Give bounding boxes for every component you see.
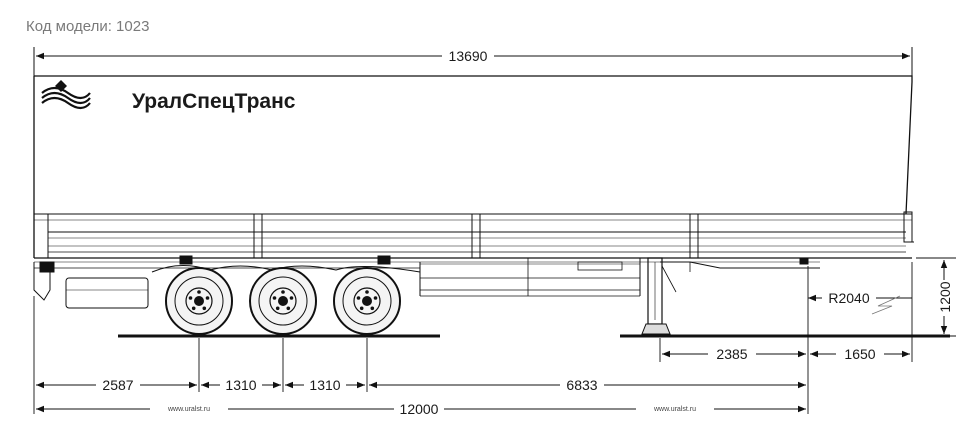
dimension-swing-radius: R2040 [808, 290, 912, 315]
website-label-right: www.uralst.ru [653, 406, 696, 413]
dim-label-6833: 6833 [566, 377, 597, 393]
website-label-left: www.uralst.ru [167, 406, 210, 413]
dimension-row-axles: 2587 1310 1310 6833 [36, 377, 806, 393]
dim-label-1310-a: 1310 [225, 377, 256, 393]
landing-gear [641, 257, 677, 335]
uralspectrans-logo-icon [41, 80, 91, 110]
brand-name: УралСпецТранс [132, 90, 296, 113]
chassis-frame [33, 255, 820, 309]
dim-label-12000: 12000 [400, 401, 439, 417]
dim-label-1650: 1650 [844, 346, 875, 362]
dim-label-2587: 2587 [102, 377, 133, 393]
wheel-axle-3 [333, 267, 401, 335]
trailer-body [33, 75, 913, 258]
extension-lines [33, 257, 956, 414]
model-code-label: Код модели: 1023 [26, 18, 150, 35]
dimension-row-front: 2385 1650 [662, 346, 910, 362]
dim-label-radius: R2040 [828, 290, 869, 306]
dimension-overall-length: 13690 [33, 47, 913, 80]
dim-label-overall: 13690 [449, 48, 488, 64]
wheel-axle-1 [165, 267, 233, 335]
dim-label-1310-b: 1310 [309, 377, 340, 393]
dimension-coupling-height: 1200 [936, 260, 953, 334]
side-boards [34, 211, 914, 263]
dim-label-height: 1200 [937, 281, 953, 312]
dimension-row-wheelbase: 12000 www.uralst.ru www.uralst.ru [36, 401, 806, 417]
dim-label-2385: 2385 [716, 346, 747, 362]
wheel-axle-2 [249, 267, 317, 335]
